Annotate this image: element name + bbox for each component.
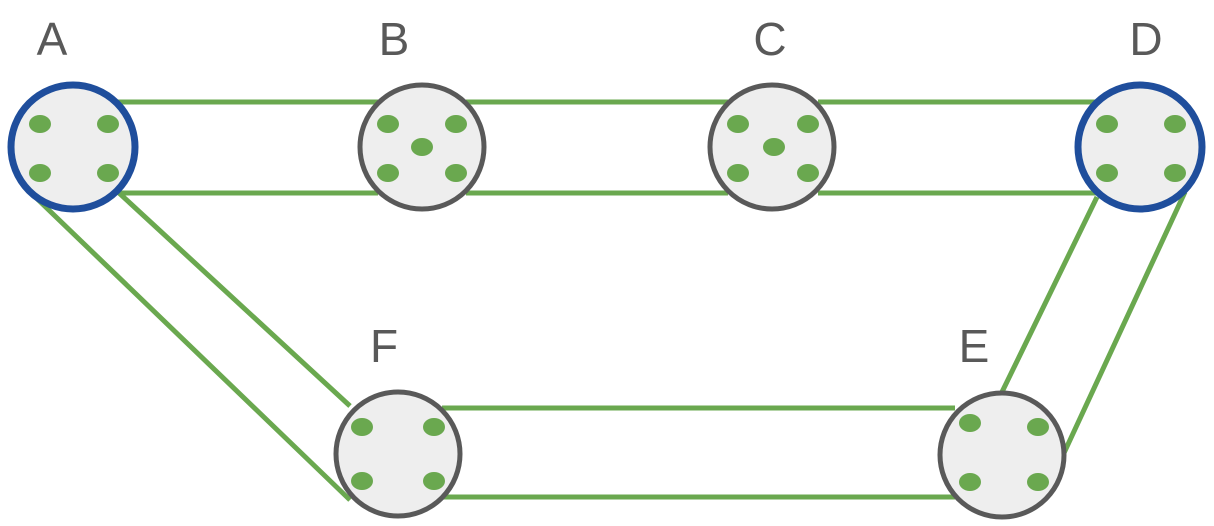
node-d[interactable]: D [1074, 13, 1206, 213]
node-b[interactable]: B [357, 13, 487, 212]
port-dot [29, 164, 51, 182]
link-a-f-outer [26, 188, 352, 502]
port-dot [1027, 473, 1049, 491]
port-dot [445, 115, 467, 133]
node-a[interactable]: A [7, 13, 139, 213]
port-dot [97, 164, 119, 182]
port-dot [1164, 164, 1186, 182]
port-dot [1027, 418, 1049, 436]
port-dot [377, 164, 399, 182]
node-e-label: E [959, 320, 990, 372]
port-dot [423, 418, 445, 436]
port-dot [1096, 115, 1118, 133]
links [26, 99, 1188, 502]
port-dot [351, 418, 373, 436]
port-dot [1096, 164, 1118, 182]
link-d-e-left [999, 195, 1100, 394]
port-dot [959, 414, 981, 432]
port-dot [763, 138, 785, 156]
port-dot [727, 115, 749, 133]
port-dot [727, 164, 749, 182]
node-e[interactable]: E [937, 320, 1067, 520]
node-f-label: F [370, 320, 398, 372]
node-a-label: A [37, 13, 68, 65]
port-dot [29, 115, 51, 133]
port-dot [959, 473, 981, 491]
port-dot [797, 115, 819, 133]
node-b-label: B [379, 13, 410, 65]
node-a-circle[interactable] [7, 81, 139, 213]
port-dot [411, 138, 433, 156]
link-a-f-inner [116, 190, 352, 408]
port-dot [797, 164, 819, 182]
node-e-circle[interactable] [937, 390, 1067, 520]
port-dot [423, 472, 445, 490]
node-f[interactable]: F [333, 320, 463, 519]
port-dot [97, 115, 119, 133]
node-f-circle[interactable] [333, 389, 463, 519]
node-c-label: C [753, 13, 786, 65]
port-dot [377, 115, 399, 133]
link-d-e-right [1061, 190, 1188, 455]
node-c[interactable]: C [707, 13, 837, 212]
port-dot [1164, 115, 1186, 133]
node-d-label: D [1129, 13, 1162, 65]
port-dot [445, 164, 467, 182]
node-d-circle[interactable] [1074, 81, 1206, 213]
port-dot [351, 472, 373, 490]
